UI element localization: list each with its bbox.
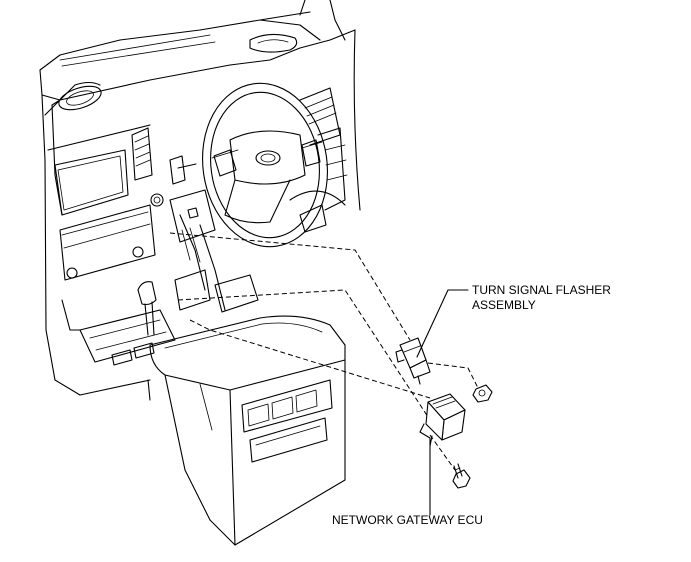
center-console	[147, 315, 346, 546]
dashboard-outline	[39, 0, 361, 381]
callout-leaders	[416, 289, 469, 516]
right-dash-side	[289, 87, 348, 233]
turn-signal-flasher-label-line1: TURN SIGNAL FLASHER	[472, 283, 611, 297]
steering-wheel	[202, 82, 328, 248]
network-gateway-ecu-label: NETWORK GATEWAY ECU	[332, 513, 483, 527]
center-stack	[44, 81, 197, 281]
network-gateway-ecu-part	[419, 393, 466, 447]
turn-signal-flasher-part	[395, 337, 431, 385]
turn-signal-flasher-label-line2: ASSEMBLY	[472, 298, 536, 312]
dashed-leader-lines	[169, 232, 479, 471]
nut-part	[472, 384, 493, 403]
shift-console	[54, 281, 176, 396]
bolt-part	[452, 463, 471, 489]
